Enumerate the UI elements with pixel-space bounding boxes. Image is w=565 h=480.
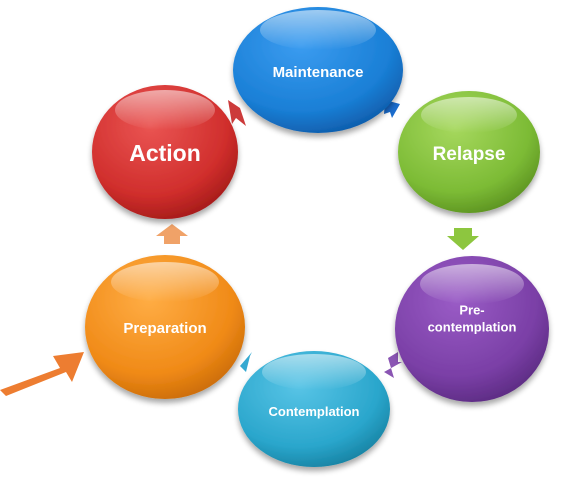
stage-label-line: Contemplation [269,404,360,419]
connector-preparation-to-action [156,224,188,244]
stage-precontemplation: Pre-contemplation [395,256,549,402]
stage-label-action: Action [129,140,201,166]
stage-preparation: Preparation [85,255,245,399]
stage-action: Action [92,85,238,219]
connector-action-to-maintenance [228,100,246,126]
stage-maintenance: Maintenance [233,7,403,133]
stage-label-maintenance: Maintenance [273,64,364,81]
stage-relapse: Relapse [398,91,540,213]
stage-label-line: Relapse [433,144,506,165]
pointer-arrow [0,352,84,396]
stage-label-line: Preparation [123,320,206,337]
stage-label-line: contemplation [428,319,517,334]
stage-label-line: Maintenance [273,64,364,81]
stage-label-preparation: Preparation [123,320,206,337]
stage-label-relapse: Relapse [433,144,506,165]
stage-label-line: Action [129,140,201,166]
stage-label-contemplation: Contemplation [269,404,360,419]
connector-precontemplation-to-contemplation [384,352,402,378]
stage-label-line: Pre- [459,303,484,318]
connector-contemplation-to-preparation [240,352,252,372]
stage-contemplation: Contemplation [238,351,390,467]
stage-label-precontemplation: Pre-contemplation [428,303,517,335]
connector-relapse-to-precontemplation [447,228,479,250]
